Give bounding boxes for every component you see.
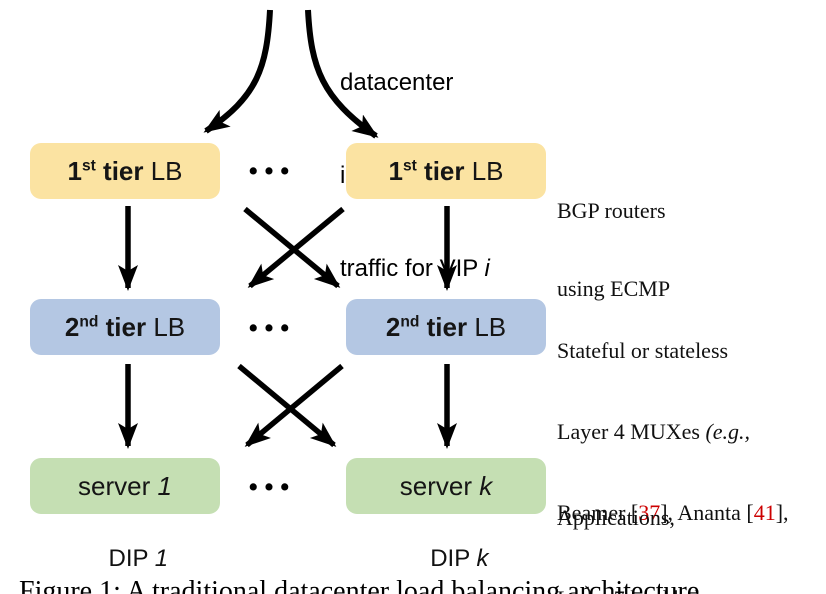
tier2-lb-box-left: 2nd tier LB	[30, 299, 220, 355]
citation-37: 37	[638, 500, 661, 525]
figure-caption: Figure 1: A traditional datacenter load …	[19, 576, 700, 594]
dip-label-right: DIP k	[430, 545, 489, 572]
tier2-cross-arrow-left	[244, 363, 344, 448]
tier2-cross-arrow-right	[237, 363, 337, 448]
tier1-ellipsis: •••	[248, 157, 297, 185]
server-box-left: server 1	[30, 458, 220, 514]
incoming-curved-arrow-right	[305, 9, 379, 139]
tier2-ellipsis: •••	[248, 314, 297, 342]
incoming-curved-arrow-left	[203, 9, 273, 134]
tier2-annotation: Stateful or stateless Layer 4 MUXes (e.g…	[557, 338, 789, 594]
tier2-lb-box-right: 2nd tier LB	[346, 299, 546, 355]
server-box-right: server k	[346, 458, 546, 514]
dip-label-left: DIP 1	[108, 545, 169, 572]
tier1-annotation: BGP routers using ECMP	[557, 198, 671, 301]
tier1-lb-box-right: 1st tier LB	[346, 143, 546, 199]
citation-41: 41	[753, 500, 776, 525]
tier3-ellipsis: •••	[248, 473, 297, 501]
tier1-lb-box-left: 1st tier LB	[30, 143, 220, 199]
tier3-annotation: Applications, Layer 7 load balancers, . …	[557, 505, 762, 594]
incoming-traffic-line1: datacenter	[340, 69, 454, 96]
tier1-cross-arrow-left	[247, 206, 345, 289]
tier1-cross-arrow-right	[243, 206, 341, 289]
incoming-traffic-line3: traffic for VIP i	[340, 255, 490, 282]
